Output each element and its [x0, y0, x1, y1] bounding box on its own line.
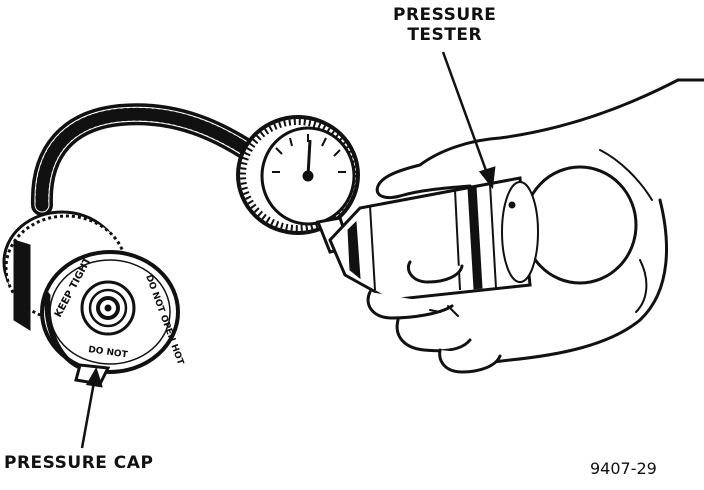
hand — [366, 78, 704, 374]
tester-leader-line — [441, 51, 490, 177]
pressure-tester-label-line2: TESTER — [407, 24, 483, 45]
tester-pump-body — [328, 165, 638, 302]
tester-arrowhead — [478, 166, 496, 190]
pressure-cap: KEEP TIGHT DO NOT OPEN HOT DO NOT — [2, 210, 185, 386]
cap-leader-line — [80, 381, 96, 449]
figure-number: 9407-29 — [590, 459, 657, 478]
pressure-tester-label: PRESSURE TESTER — [393, 5, 497, 45]
pressure-cap-label: PRESSURE CAP — [4, 453, 154, 473]
pressure-tester-label-line1: PRESSURE — [393, 5, 497, 25]
hose — [30, 103, 273, 216]
leader-lines — [80, 51, 496, 449]
cap-arrowhead — [86, 366, 103, 388]
